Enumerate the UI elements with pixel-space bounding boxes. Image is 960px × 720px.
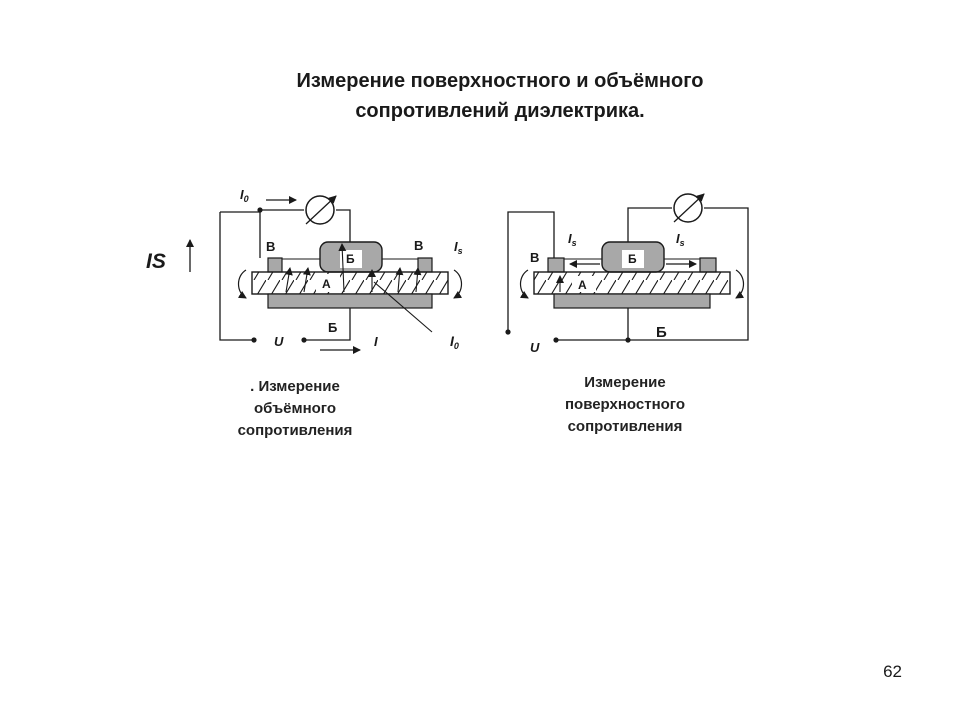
left-label-i0-bottom: I0 [450,333,459,351]
left-guard-electrode-right [417,257,433,273]
page-number: 62 [883,662,902,681]
right-label-b-top: Б [628,252,637,266]
left-i0-pointer [373,281,433,333]
right-node [625,337,631,343]
right-terminal-u [553,337,559,343]
volume-resistance-diagram: I0 IS В В Б Is А Б U I I0 [146,187,463,354]
left-guard-electrode-left [267,257,283,273]
left-label-u: U [274,334,284,349]
left-caption-line-1: . Измерение [250,378,340,395]
slide-title: Измерение поверхностного и объёмного соп… [200,66,800,126]
right-bottom-electrode [553,293,711,309]
right-label-is-left: Is [568,231,577,248]
left-terminal-u1 [251,337,257,343]
right-terminal-left [505,329,511,335]
left-label-is-right: Is [454,239,463,256]
left-label-v-left: В [266,239,275,254]
left-label-i0-top: I0 [240,187,249,204]
left-caption: . Измерение объёмного сопротивления [200,376,390,442]
right-guard-electrode-left [547,257,565,273]
right-guard-electrode-right [699,257,717,273]
right-caption-line-3: сопротивления [567,418,683,435]
right-dielectric-sample [533,271,731,295]
left-label-b-top: Б [346,252,355,266]
left-caption-line-3: сопротивления [237,422,353,439]
left-label-a: А [322,277,331,291]
left-label-b-bottom: Б [328,320,337,335]
right-label-is-right: Is [676,231,685,248]
right-label-u: U [530,340,540,355]
right-label-v: В [530,250,539,265]
left-caption-line-2: объёмного [253,400,337,417]
title-line-1: Измерение поверхностного и объёмного [296,70,704,92]
left-terminal-u2 [301,337,307,343]
left-dielectric-sample [251,271,449,295]
left-label-v-right: В [414,238,423,253]
left-bottom-electrode [267,293,433,309]
right-caption-line-1: Измерение [584,374,666,391]
right-meter-icon [673,193,705,223]
left-top-node [257,207,263,213]
title-line-2: сопротивлений диэлектрика. [355,100,645,122]
left-label-is-big: IS [146,250,166,273]
surface-resistance-diagram: В Is Б Is А Б U [505,193,749,355]
right-label-b-bottom: Б [656,324,667,341]
right-caption: Измерение поверхностного сопротивления [530,372,720,438]
right-caption-line-2: поверхностного [564,396,686,413]
left-label-i: I [374,334,378,349]
right-label-a: А [578,278,587,292]
left-meter-icon [305,195,337,225]
